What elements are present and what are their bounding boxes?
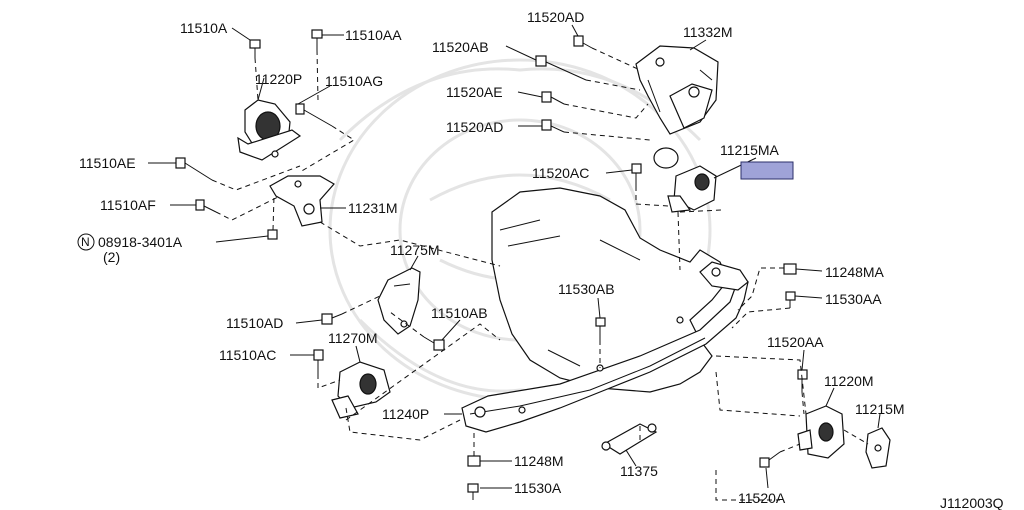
label-08918-3401A: 08918-3401A	[98, 234, 183, 250]
label-11530A: 11530A	[514, 480, 562, 496]
label-11520AB: 11520AB	[432, 39, 489, 55]
bolts	[175, 29, 808, 500]
label-11520A: 11520A	[738, 490, 786, 506]
label-11530AB: 11530AB	[558, 281, 615, 297]
label-11510AE: 11510AE	[79, 155, 136, 171]
label-11510AF: 11510AF	[100, 197, 156, 213]
left-lower-bracket	[269, 175, 335, 227]
label-11510AD: 11510AD	[226, 315, 283, 331]
label-11231M: 11231M	[348, 200, 398, 216]
front-mount	[331, 361, 391, 419]
label-11248MA: 11248MA	[825, 264, 885, 280]
engine-block	[491, 187, 729, 393]
label-11275M: 11275M	[390, 242, 440, 258]
label-11520AD-lower: 11520AD	[446, 119, 503, 135]
label-11510AB: 11510AB	[431, 305, 488, 321]
label-11520AD-top: 11520AD	[527, 9, 584, 25]
label-11510A: 11510A	[180, 20, 228, 36]
label-11510AC: 11510AC	[219, 347, 276, 363]
label-quantity: (2)	[103, 249, 120, 265]
left-upper-mount	[237, 99, 302, 161]
label-11240P: 11240P	[382, 406, 429, 422]
front-bracket	[377, 267, 421, 335]
assembly-lines	[211, 47, 869, 501]
label-11220M: 11220M	[824, 373, 874, 389]
label-11510AG: 11510AG	[325, 73, 383, 89]
nut-symbol: N	[81, 235, 90, 249]
torque-rod	[601, 423, 658, 455]
label-11270M: 11270M	[328, 330, 378, 346]
label-11520AC: 11520AC	[532, 165, 589, 181]
label-11520AE: 11520AE	[446, 84, 503, 100]
label-11510AA: 11510AA	[345, 27, 402, 43]
rear-mount	[797, 405, 845, 459]
label-11375: 11375	[620, 463, 658, 479]
rear-mount-bracket	[865, 427, 891, 469]
label-11248M: 11248M	[514, 453, 564, 469]
label-11332M: 11332M	[683, 24, 733, 40]
diagram-code: J112003Q	[940, 495, 1004, 510]
highlight-marker	[740, 161, 794, 180]
leader-lines	[148, 24, 881, 489]
label-11215MA: 11215MA	[720, 142, 780, 158]
right-upper-bracket	[635, 45, 719, 135]
crossmember	[461, 261, 749, 433]
part-labels: 11510A 11510AA 11220P 11510AG 11510AE 11…	[77, 9, 1004, 510]
label-11215M: 11215M	[855, 401, 905, 417]
right-mount-insulator	[653, 147, 717, 213]
label-11520AA: 11520AA	[767, 334, 824, 350]
label-11530AA: 11530AA	[825, 291, 882, 307]
label-11220P: 11220P	[255, 71, 302, 87]
nut-symbol-circle	[77, 233, 95, 251]
